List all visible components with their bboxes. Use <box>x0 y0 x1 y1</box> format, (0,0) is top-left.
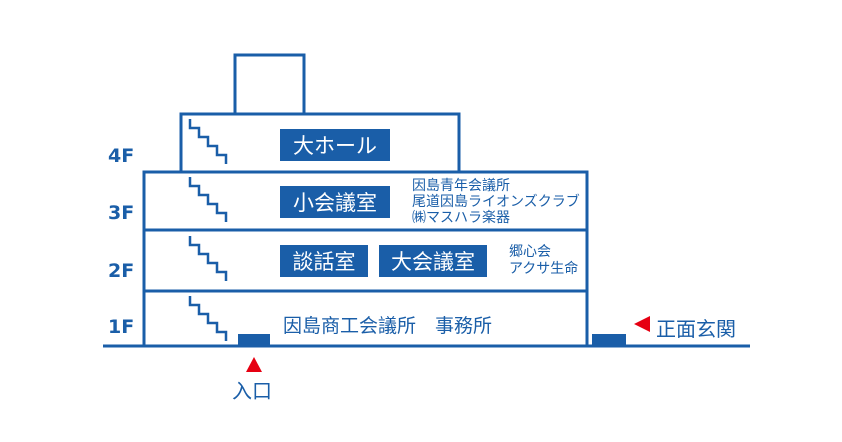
entrance-label: 入口 <box>232 379 272 403</box>
entrance-door-block <box>238 334 270 347</box>
main-entrance-label: 正面玄関 <box>656 317 736 341</box>
tenant-3f-3: ㈱マスハラ楽器 <box>412 210 510 226</box>
room-hall: 大ホール <box>280 129 390 161</box>
floor-label-1f: 1F <box>108 316 135 338</box>
floor-label-2f: 2F <box>108 260 135 282</box>
tenant-2f-2: アクサ生命 <box>509 261 579 277</box>
staircase-1f-icon <box>188 296 228 341</box>
main-entrance-marker-icon <box>634 316 650 332</box>
staircase-4f-icon <box>188 119 228 164</box>
entrance-marker-icon <box>246 357 262 372</box>
tenant-3f-1: 因島青年会議所 <box>412 178 510 194</box>
office-1f: 因島商工会議所 事務所 <box>283 315 493 337</box>
tenant-3f-2: 尾道因島ライオンズクラブ <box>412 194 580 210</box>
room-talk: 談話室 <box>280 245 368 277</box>
floor-label-3f: 3F <box>108 202 135 224</box>
tenant-2f-1: 郷心会 <box>509 244 551 260</box>
room-large-meeting: 大会議室 <box>379 245 487 277</box>
main-entrance-door-block <box>592 334 626 347</box>
rooftop-structure <box>233 53 306 116</box>
staircase-2f-icon <box>188 236 228 281</box>
floor-label-4f: 4F <box>108 145 135 167</box>
room-small-meeting: 小会議室 <box>280 186 390 218</box>
staircase-3f-icon <box>188 177 228 222</box>
